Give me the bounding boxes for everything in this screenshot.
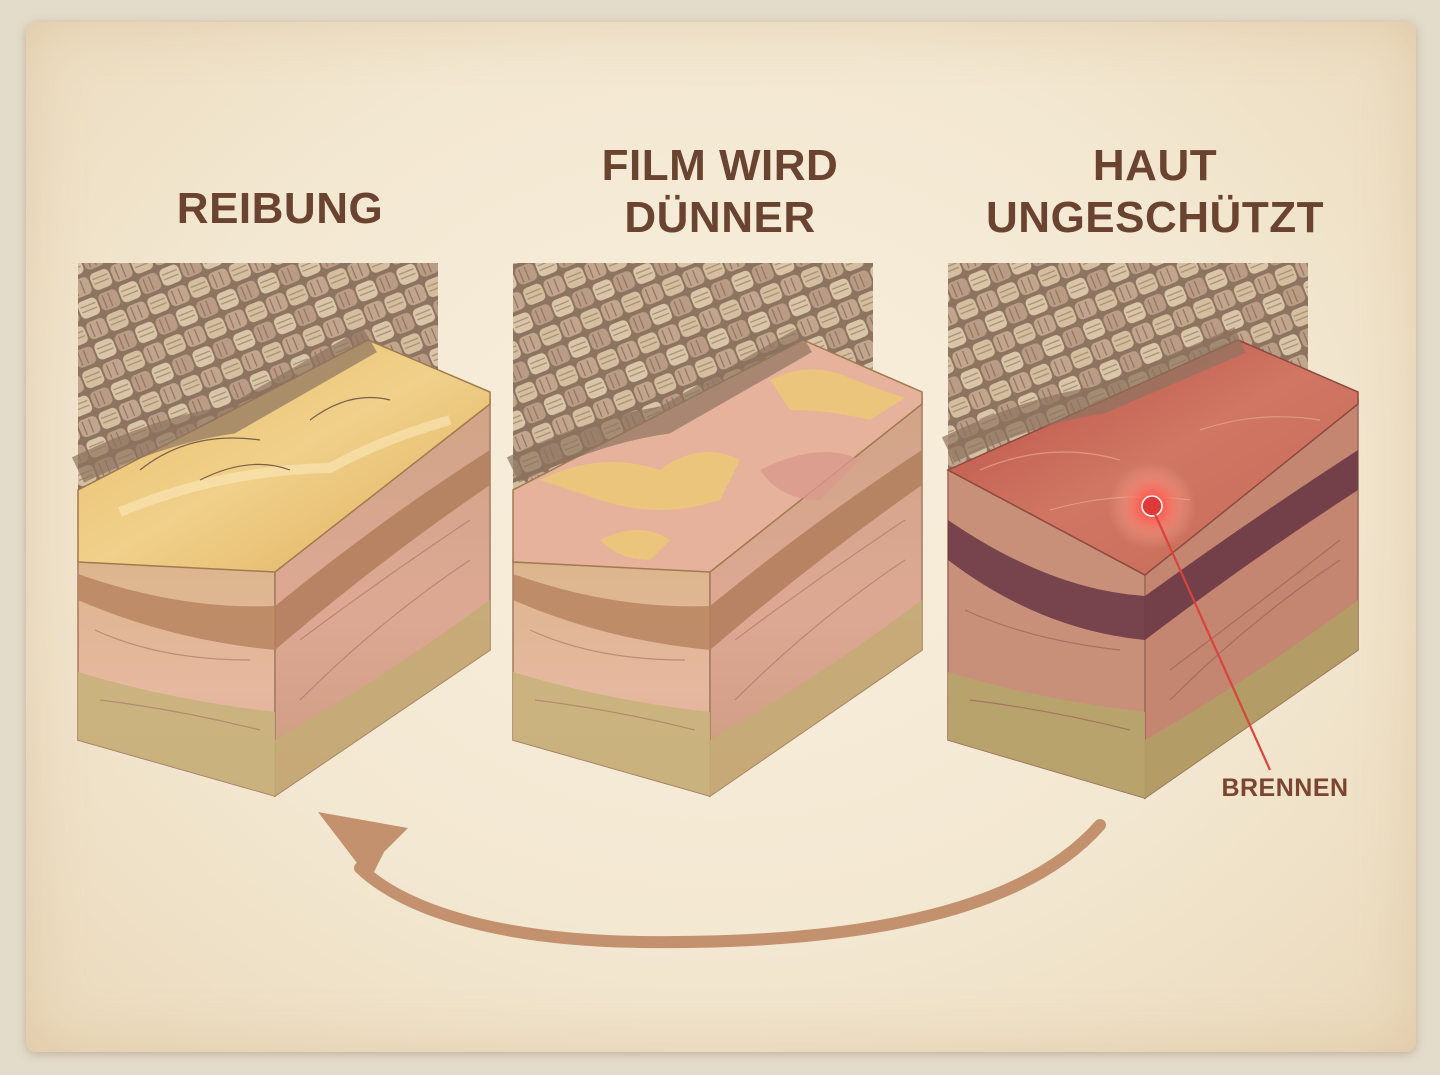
cube-haut-ungeschuetzt (941, 263, 1359, 800)
cycle-arrow (318, 812, 1106, 949)
stage-title-film-duenner: FILM WIRD DÜNNER (540, 140, 900, 244)
stage-title-reibung: REIBUNG (110, 183, 450, 235)
burn-callout-line (1153, 513, 1272, 771)
cube-film-duenner (506, 263, 923, 798)
callout-label-brennen: BRENNEN (1221, 774, 1349, 802)
stage-title-reibung-line-1: REIBUNG (176, 184, 384, 233)
stage-title-haut-ungeschuetzt-line-2: UNGESCHÜTZT (986, 193, 1324, 242)
stage-title-film-duenner-line-1: FILM WIRD (601, 141, 839, 190)
stage-title-haut-ungeschuetzt: HAUT UNGESCHÜTZT (950, 140, 1360, 244)
cube-reibung (71, 263, 491, 798)
stage-title-haut-ungeschuetzt-line-1: HAUT (1092, 141, 1218, 190)
burn-point (1141, 495, 1163, 517)
stage-title-film-duenner-line-2: DÜNNER (624, 193, 816, 242)
